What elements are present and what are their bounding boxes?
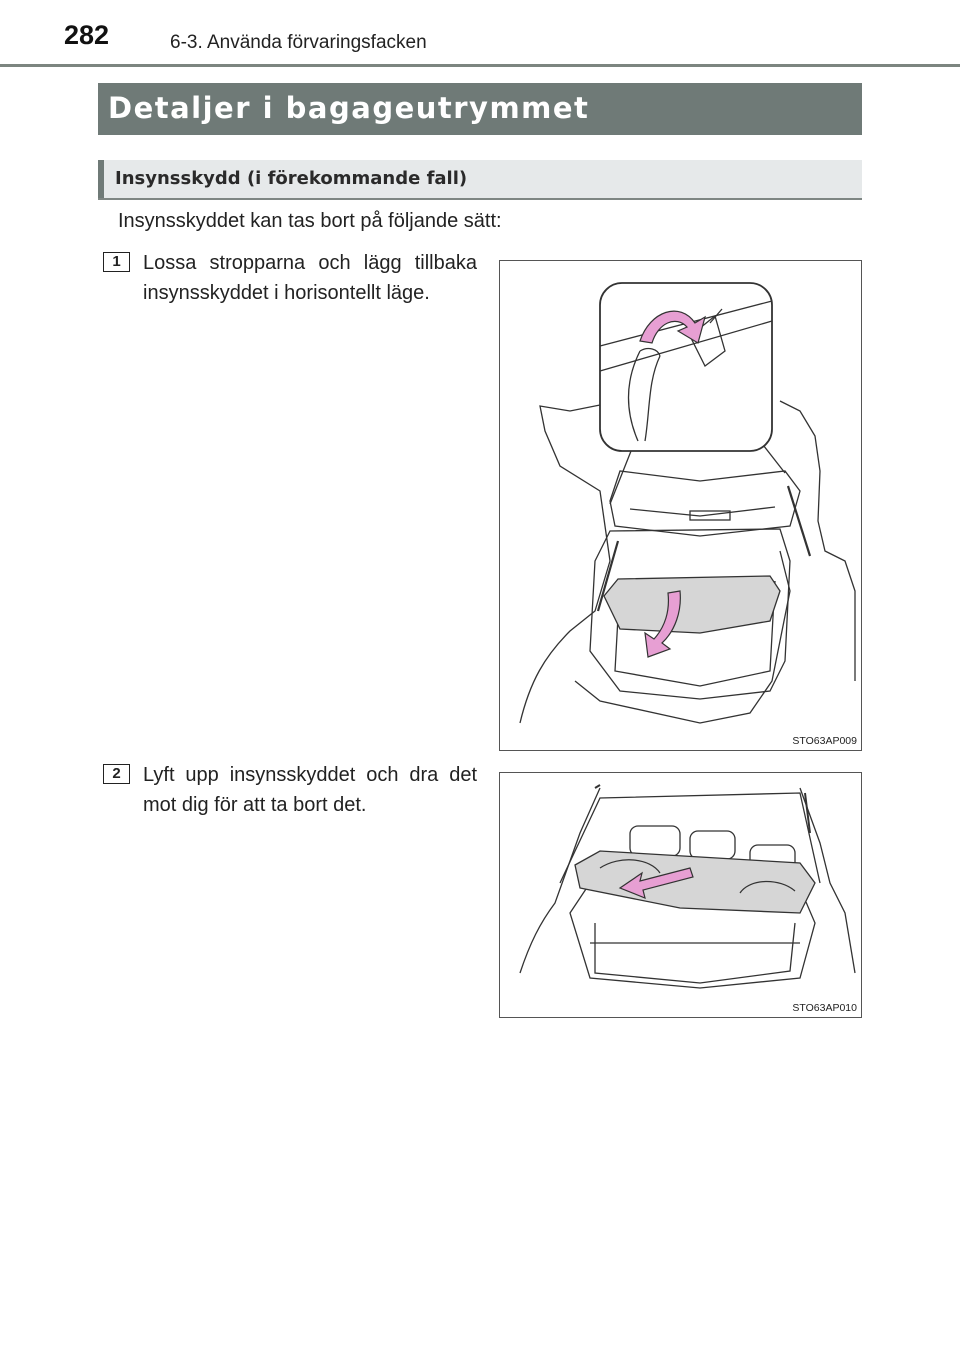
step-number-2: 2: [103, 764, 130, 784]
page-heading: Detaljer i bagageutrymmet: [108, 91, 590, 125]
rotate-arrow: [639, 310, 706, 344]
down-arrow: [644, 590, 681, 658]
top-rule: [0, 64, 960, 67]
step-text-2: Lyft upp insynsskyddet och dra det mot d…: [143, 764, 477, 816]
page-number: 282: [64, 20, 110, 50]
heading-bar: Detaljer i bagageutrymmet: [98, 83, 862, 135]
figure-code-2: STO63AP010: [792, 1002, 857, 1014]
subheading-bar: Insynsskydd (i förekommande fall): [98, 160, 862, 200]
figure-code-1: STO63AP009: [792, 735, 857, 747]
subheading: Insynsskydd (i förekommande fall): [115, 168, 468, 189]
intro-text: Insynsskyddet kan tas bort på följande s…: [118, 210, 502, 232]
figure-2: STO63AP010: [499, 772, 862, 1018]
section-title: 6-3. Använda förvaringsfacken: [170, 32, 427, 53]
step-number-1: 1: [103, 252, 130, 272]
step-text-1: Lossa stropparna och lägg till­baka insy…: [143, 252, 477, 304]
subheading-accent: [98, 160, 104, 198]
figure-1-illustration: [519, 282, 856, 724]
pull-arrow: [618, 867, 694, 899]
figure-1: STO63AP009: [499, 260, 862, 751]
figure-2-illustration: [519, 784, 856, 989]
